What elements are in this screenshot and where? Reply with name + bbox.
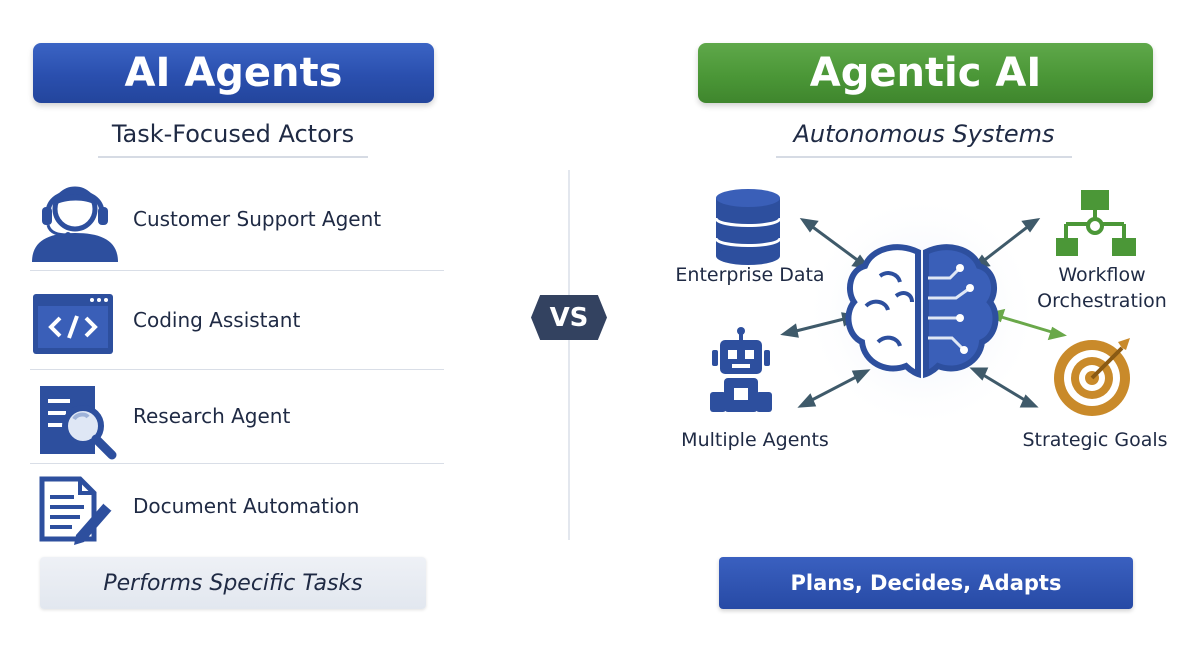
- database-icon: [714, 189, 782, 265]
- list-item-label: Coding Assistant: [133, 308, 301, 332]
- agentic-ai-subtitle: Autonomous Systems: [776, 120, 1072, 158]
- divider-line: [30, 270, 444, 271]
- document-magnifier-icon: [30, 381, 120, 471]
- agentic-ai-banner: Agentic AI: [698, 43, 1153, 103]
- target-arrow-icon: [1054, 338, 1130, 416]
- node-label-line: Workflow: [1058, 264, 1146, 286]
- ai-agents-subtitle: Task-Focused Actors: [98, 120, 368, 158]
- arrow-agents: [780, 312, 871, 408]
- ai-agents-footer: Performs Specific Tasks: [40, 557, 426, 609]
- node-label-line: Multiple Agents: [681, 429, 829, 451]
- list-item-label: Document Automation: [133, 494, 360, 518]
- node-label-workflow: Workflow Orchestration: [1022, 262, 1182, 314]
- node-label-strategic-goals: Strategic Goals: [1018, 427, 1172, 453]
- list-item-coding-assistant: Coding Assistant: [30, 286, 444, 376]
- arrow-goals-lower: [969, 367, 1039, 408]
- list-item-document-automation: Document Automation: [30, 473, 444, 563]
- agentic-diagram: [710, 189, 1136, 432]
- node-label-enterprise-data: Enterprise Data: [670, 262, 830, 288]
- divider-line: [30, 369, 444, 370]
- robot-icon: [710, 327, 772, 412]
- document-pencil-icon: [30, 473, 120, 563]
- workflow-hierarchy-icon: [1056, 190, 1136, 256]
- list-item-customer-support: Customer Support Agent: [30, 175, 444, 265]
- ai-agents-banner: AI Agents: [33, 43, 434, 103]
- vs-badge: VS: [531, 295, 607, 340]
- agentic-ai-footer: Plans, Decides, Adapts: [719, 557, 1133, 609]
- list-item-research-agent: Research Agent: [30, 381, 444, 471]
- list-item-label: Customer Support Agent: [133, 207, 382, 231]
- headset-person-icon: [30, 175, 120, 265]
- node-label-line: Strategic Goals: [1022, 429, 1168, 451]
- brain-circuit-icon: [845, 244, 999, 379]
- node-label-multiple-agents: Multiple Agents: [672, 427, 838, 453]
- agentic-ai-title: Agentic AI: [809, 50, 1042, 96]
- ai-agents-title: AI Agents: [124, 50, 343, 96]
- node-label-line: Orchestration: [1037, 290, 1167, 312]
- center-divider: [568, 170, 570, 540]
- list-item-label: Research Agent: [133, 404, 291, 428]
- divider-line: [30, 463, 444, 464]
- node-label-line: Enterprise Data: [675, 264, 825, 286]
- code-window-icon: [30, 286, 120, 376]
